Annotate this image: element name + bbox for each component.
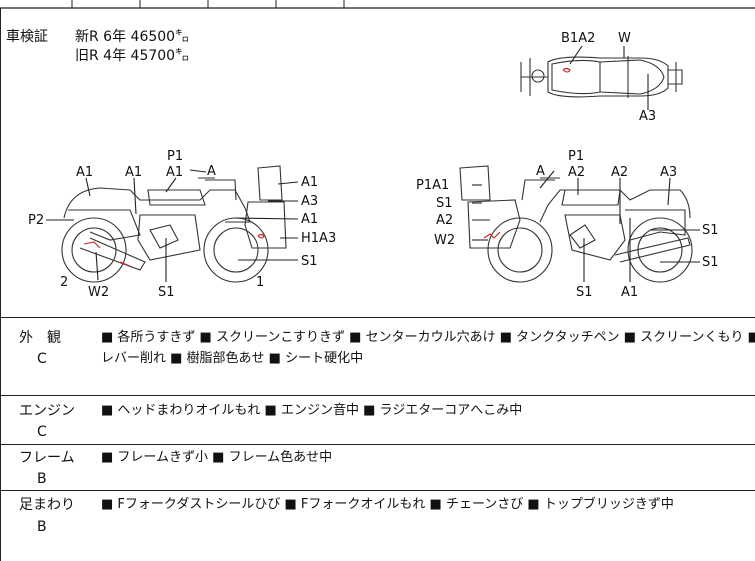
label-b1a2: B1A2	[561, 31, 596, 46]
label-left-a: A	[207, 164, 216, 179]
section-title: 足まわり	[19, 497, 75, 513]
section-grade: C	[37, 351, 47, 367]
label-right-a1-bottom: A1	[621, 285, 639, 300]
label-left-s1-bottom: S1	[158, 285, 175, 300]
section-title: フレーム	[19, 450, 75, 466]
section-notes-line1: ■ フレームきず小 ■ フレーム色あせ中	[101, 450, 333, 465]
top-view-bike	[520, 56, 683, 98]
registration-new: 新R 6年 46500㌔	[75, 29, 190, 45]
label-w: W	[618, 31, 631, 46]
section-divider	[0, 490, 755, 491]
section-notes-line1: ■ ヘッドまわりオイルもれ ■ エンジン音中 ■ ラジエターコアへこみ中	[101, 403, 523, 418]
label-left-a1-b: A1	[125, 165, 143, 180]
label-right-a2-b: A2	[611, 165, 629, 180]
label-right-s1-r2: S1	[702, 255, 719, 270]
label-right-w2: W2	[434, 233, 456, 248]
label-left-s1-right: S1	[301, 254, 318, 269]
left-side-bike	[61, 165, 287, 283]
section-notes-line2: レバー削れ ■ 樹脂部色あせ ■ シート硬化中	[101, 351, 364, 366]
diagram-divider	[0, 317, 755, 318]
label-right-a3: A3	[660, 165, 678, 180]
right-side-bike	[459, 165, 693, 283]
registration-old: 旧R 4年 45700㌔	[75, 48, 190, 64]
section-divider	[0, 444, 755, 445]
section-title: エンジン	[19, 403, 75, 419]
label-left-w2: W2	[88, 285, 110, 300]
label-left-2: 2	[60, 275, 69, 290]
label-right-s1-r1: S1	[702, 223, 719, 238]
section-grade: B	[37, 471, 47, 487]
label-right-a2-left: A2	[436, 213, 454, 228]
label-left-p2: P2	[28, 213, 45, 228]
section-divider	[0, 395, 755, 396]
label-left-h1a3: H1A3	[301, 231, 337, 246]
label-right-p1a1: P1A1	[416, 178, 450, 193]
label-a3-top: A3	[639, 109, 657, 124]
label-right-p1: P1	[568, 149, 585, 164]
label-right-a2-a: A2	[568, 165, 586, 180]
label-left-a1-d: A1	[301, 175, 319, 190]
top-table-remnant	[0, 0, 755, 9]
left-border	[0, 8, 1, 561]
section-grade: C	[37, 424, 47, 440]
section-title: 外 観	[19, 330, 61, 346]
label-left-1: 1	[256, 275, 265, 290]
label-left-a1-a: A1	[76, 165, 94, 180]
section-grade: B	[37, 519, 47, 535]
damage-diagram	[46, 45, 700, 283]
registration-label: 車検証	[6, 29, 48, 45]
label-left-a1-e: A1	[301, 212, 319, 227]
label-left-a1-c: A1	[166, 165, 184, 180]
section-notes-line1: ■ Fフォークダストシールひび ■ Fフォークオイルもれ ■ チェーンさび ■ …	[101, 497, 674, 512]
section-notes-line1: ■ 各所うすきず ■ スクリーンこすりきず ■ センターカウル穴あけ ■ タンク…	[101, 330, 755, 345]
label-left-p1: P1	[167, 149, 184, 164]
label-right-s1-left: S1	[436, 196, 453, 211]
label-right-s1-bottom: S1	[576, 285, 593, 300]
label-left-a3: A3	[301, 194, 319, 209]
label-right-a: A	[536, 164, 545, 179]
